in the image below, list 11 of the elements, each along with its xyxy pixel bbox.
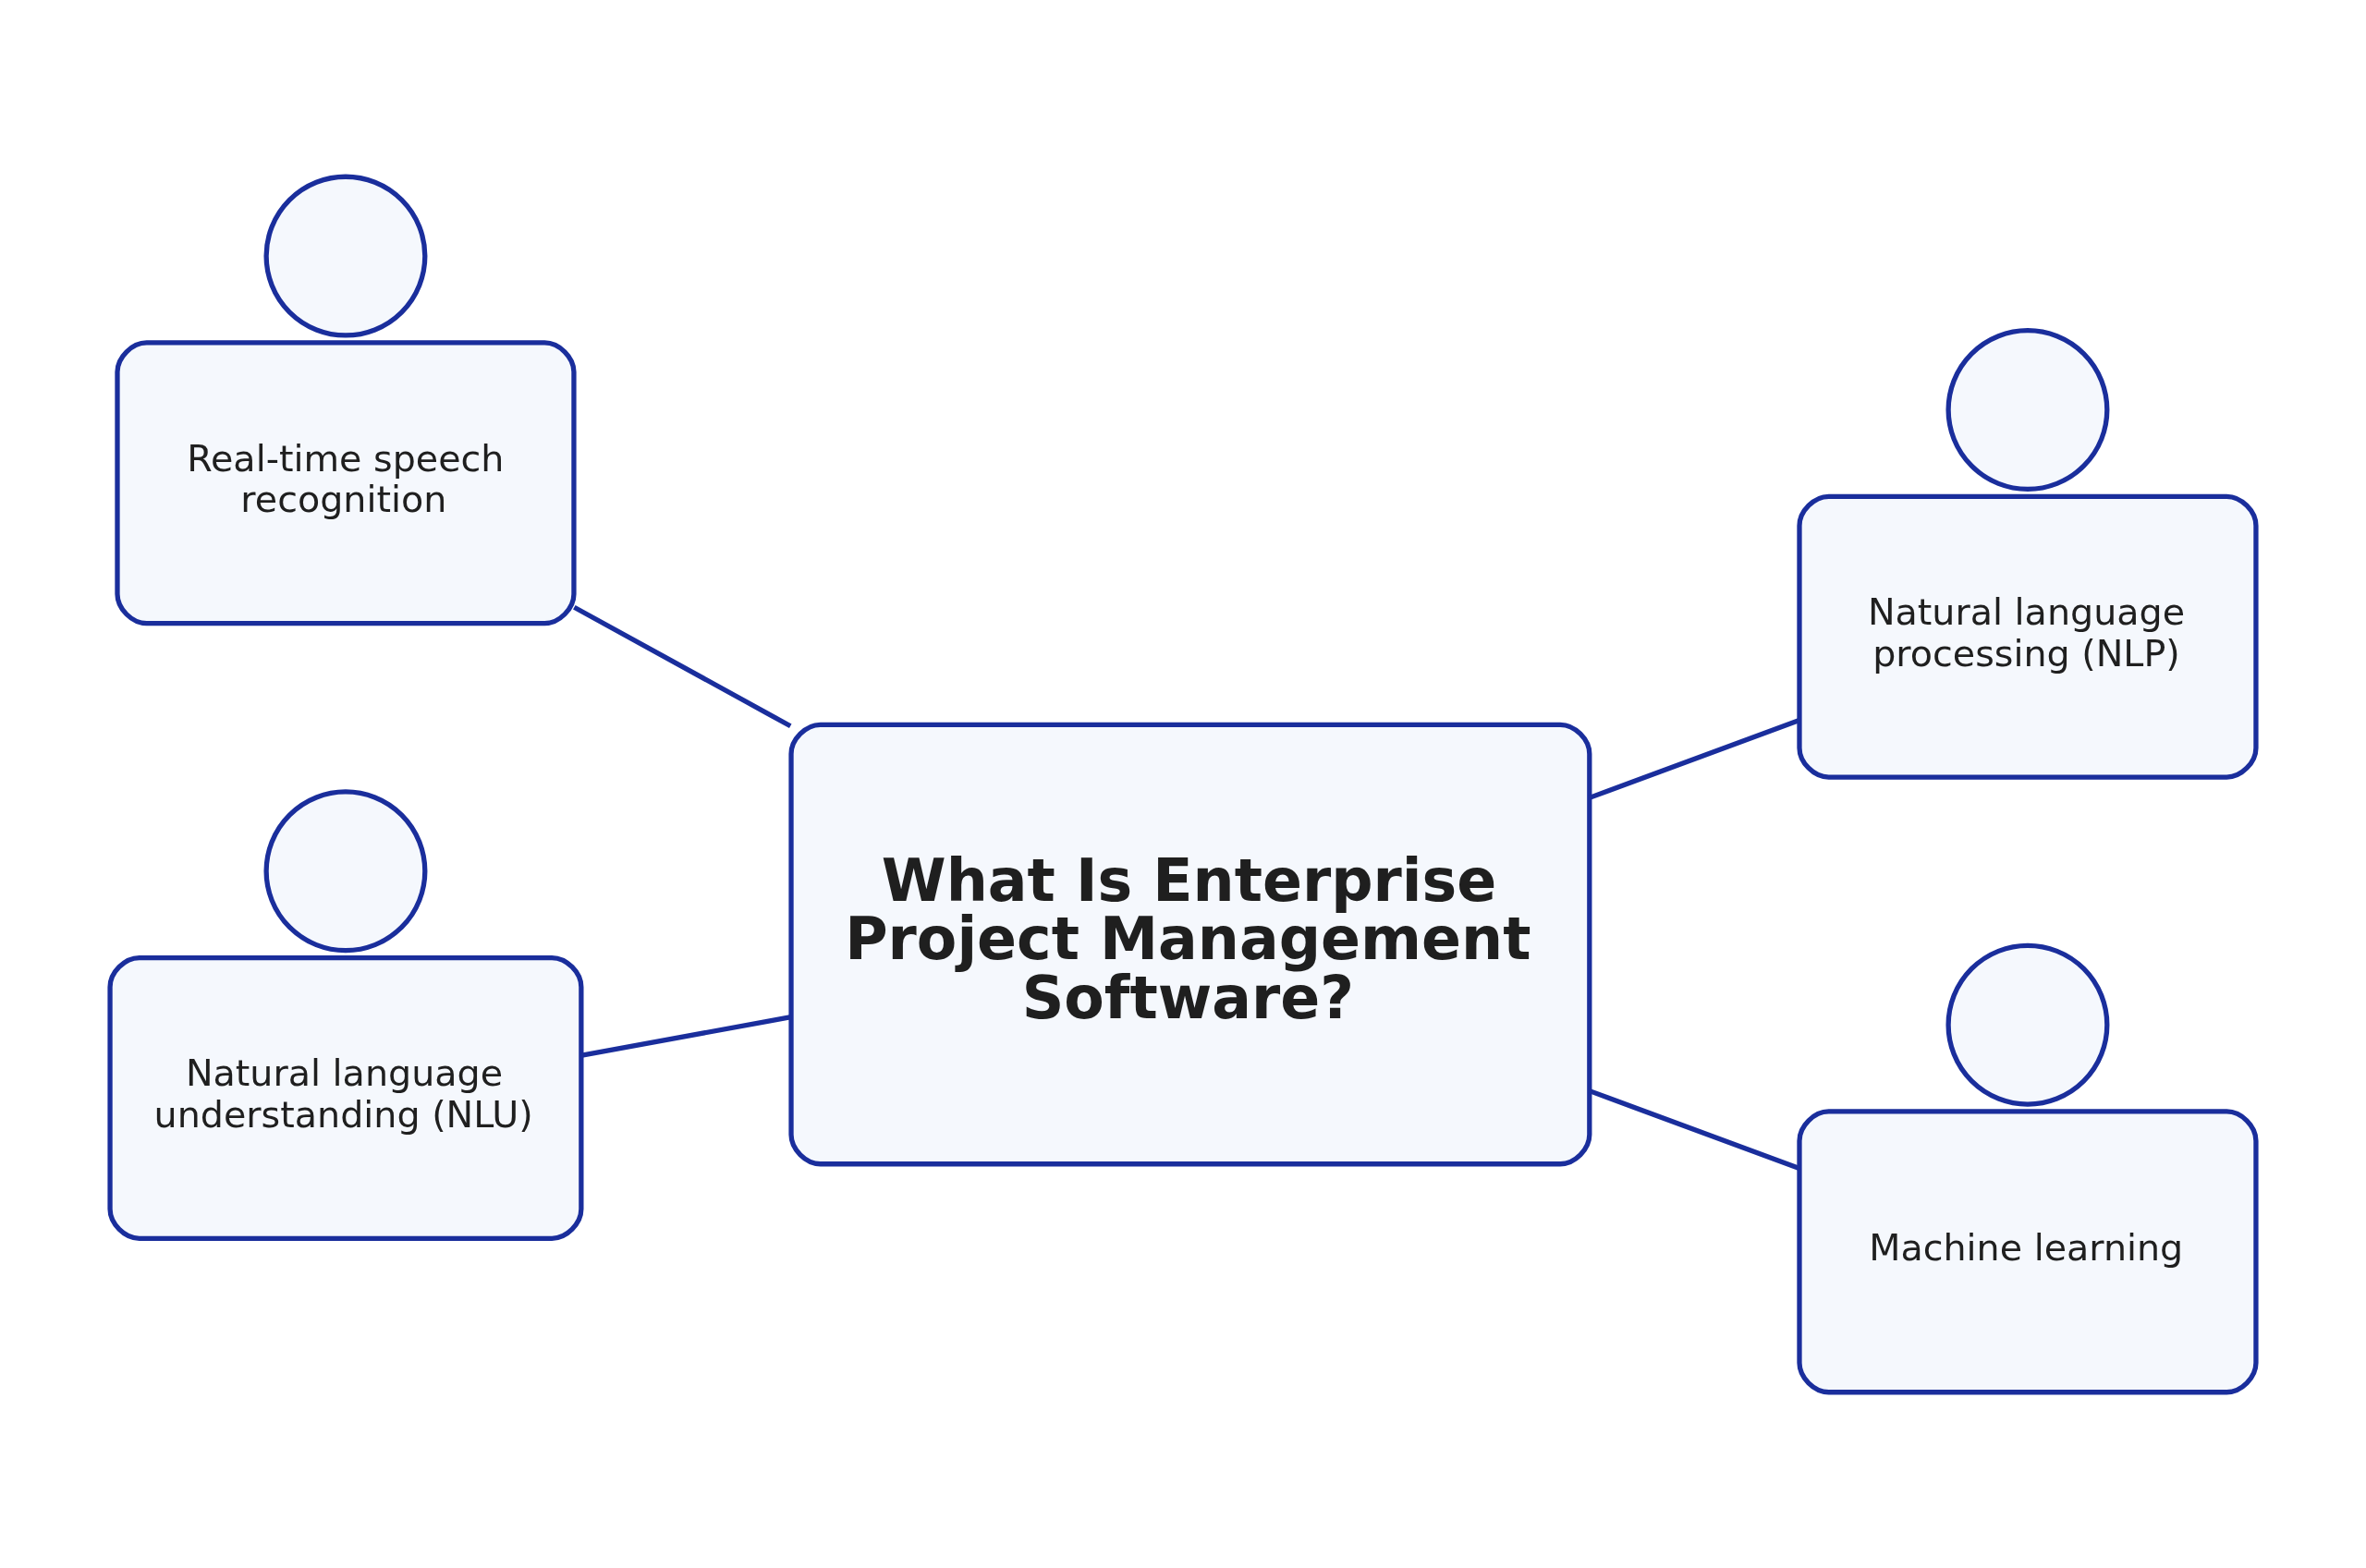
node-box: Machine learning [1797,1108,2259,1394]
node-box: Natural language understanding (NLU) [107,954,584,1241]
connector [581,1014,792,1058]
node-circle [1945,327,2110,492]
node-circle [1945,942,2110,1107]
node-circle [263,788,428,953]
node-box: What Is Enterprise Project Management Software? [788,722,1592,1166]
connector [573,604,792,728]
node-box: Real-time speech recognition [115,339,577,626]
node-box: Natural language processing (NLP) [1797,493,2259,780]
node-circle [263,174,428,338]
